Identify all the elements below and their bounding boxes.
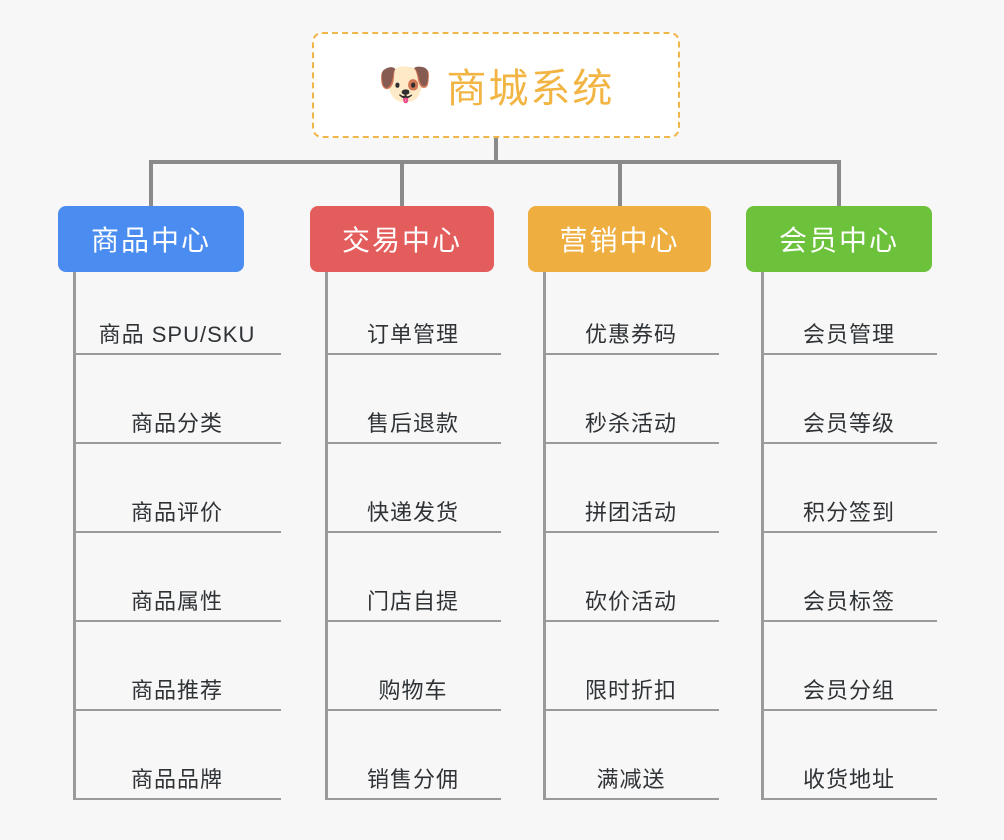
leaf-item[interactable]: 商品属性 <box>73 576 281 622</box>
leaf-item-label: 拼团活动 <box>584 500 677 525</box>
branch-trunk-line <box>73 272 76 800</box>
category-label: 会员中心 <box>778 225 899 256</box>
leaf-item[interactable]: 商品分类 <box>73 398 281 444</box>
leaf-item-label: 商品品牌 <box>130 767 223 792</box>
leaf-item-label: 收货地址 <box>802 767 895 792</box>
branch-trunk-line <box>543 272 546 800</box>
leaf-item-label: 会员标签 <box>802 589 895 614</box>
leaf-item-label: 商品分类 <box>130 411 223 436</box>
leaf-item[interactable]: 商品品牌 <box>73 754 281 800</box>
branch-trunk-line <box>325 272 328 800</box>
leaf-item[interactable]: 售后退款 <box>325 398 501 444</box>
leaf-item[interactable]: 商品评价 <box>73 487 281 533</box>
leaf-item-label: 优惠券码 <box>584 322 677 347</box>
leaf-item[interactable]: 会员管理 <box>761 309 937 355</box>
connector-line-vertical <box>494 138 498 164</box>
category-label: 交易中心 <box>341 225 462 256</box>
branch-trunk-line <box>761 272 764 800</box>
leaf-item-label: 购物车 <box>378 678 448 703</box>
root-title: 商城系统 <box>446 67 615 111</box>
leaf-item[interactable]: 拼团活动 <box>543 487 719 533</box>
leaf-item[interactable]: 会员等级 <box>761 398 937 444</box>
leaf-item[interactable]: 满减送 <box>543 754 719 800</box>
leaf-item[interactable]: 秒杀活动 <box>543 398 719 444</box>
connector-line-vertical <box>149 162 153 208</box>
leaf-item[interactable]: 会员分组 <box>761 665 937 711</box>
category-box-product-center[interactable]: 商品中心 <box>58 206 244 272</box>
leaf-item[interactable]: 收货地址 <box>761 754 937 800</box>
leaf-item-label: 商品评价 <box>130 500 223 525</box>
leaf-item-label: 积分签到 <box>802 500 895 525</box>
leaf-item[interactable]: 销售分佣 <box>325 754 501 800</box>
leaf-item-label: 售后退款 <box>366 411 459 436</box>
category-box-marketing-center[interactable]: 营销中心 <box>528 206 711 272</box>
leaf-item-label: 砍价活动 <box>584 589 677 614</box>
leaf-item-label: 订单管理 <box>366 322 459 347</box>
leaf-item-label: 限时折扣 <box>584 678 677 703</box>
leaf-item-label: 会员分组 <box>802 678 895 703</box>
leaf-item[interactable]: 购物车 <box>325 665 501 711</box>
leaf-item-label: 秒杀活动 <box>584 411 677 436</box>
connector-line-vertical <box>837 162 841 208</box>
leaf-item[interactable]: 优惠券码 <box>543 309 719 355</box>
connector-line-horizontal <box>149 160 841 164</box>
leaf-item-label: 门店自提 <box>366 589 459 614</box>
leaf-item[interactable]: 商品推荐 <box>73 665 281 711</box>
leaf-item[interactable]: 积分签到 <box>761 487 937 533</box>
leaf-item-label: 快递发货 <box>366 500 459 525</box>
leaf-item[interactable]: 门店自提 <box>325 576 501 622</box>
category-box-trade-center[interactable]: 交易中心 <box>310 206 494 272</box>
leaf-item-label: 会员等级 <box>802 411 895 436</box>
leaf-item-label: 销售分佣 <box>366 767 459 792</box>
leaf-item-label: 商品推荐 <box>130 678 223 703</box>
shiba-dog-face-icon: 🐶 <box>377 60 433 109</box>
category-label: 商品中心 <box>90 225 211 256</box>
connector-line-vertical <box>400 162 404 208</box>
category-box-member-center[interactable]: 会员中心 <box>746 206 932 272</box>
root-node[interactable]: 🐶 商城系统 <box>312 32 680 138</box>
leaf-item-label: 商品 SPU/SKU <box>98 322 256 347</box>
leaf-item[interactable]: 商品 SPU/SKU <box>73 309 281 355</box>
leaf-item-label: 会员管理 <box>802 322 895 347</box>
category-label: 营销中心 <box>559 225 680 256</box>
leaf-item[interactable]: 限时折扣 <box>543 665 719 711</box>
leaf-item[interactable]: 快递发货 <box>325 487 501 533</box>
leaf-item-label: 商品属性 <box>130 589 223 614</box>
leaf-item-label: 满减送 <box>596 767 666 792</box>
leaf-item[interactable]: 会员标签 <box>761 576 937 622</box>
leaf-item[interactable]: 砍价活动 <box>543 576 719 622</box>
leaf-item[interactable]: 订单管理 <box>325 309 501 355</box>
connector-line-vertical <box>617 162 622 208</box>
